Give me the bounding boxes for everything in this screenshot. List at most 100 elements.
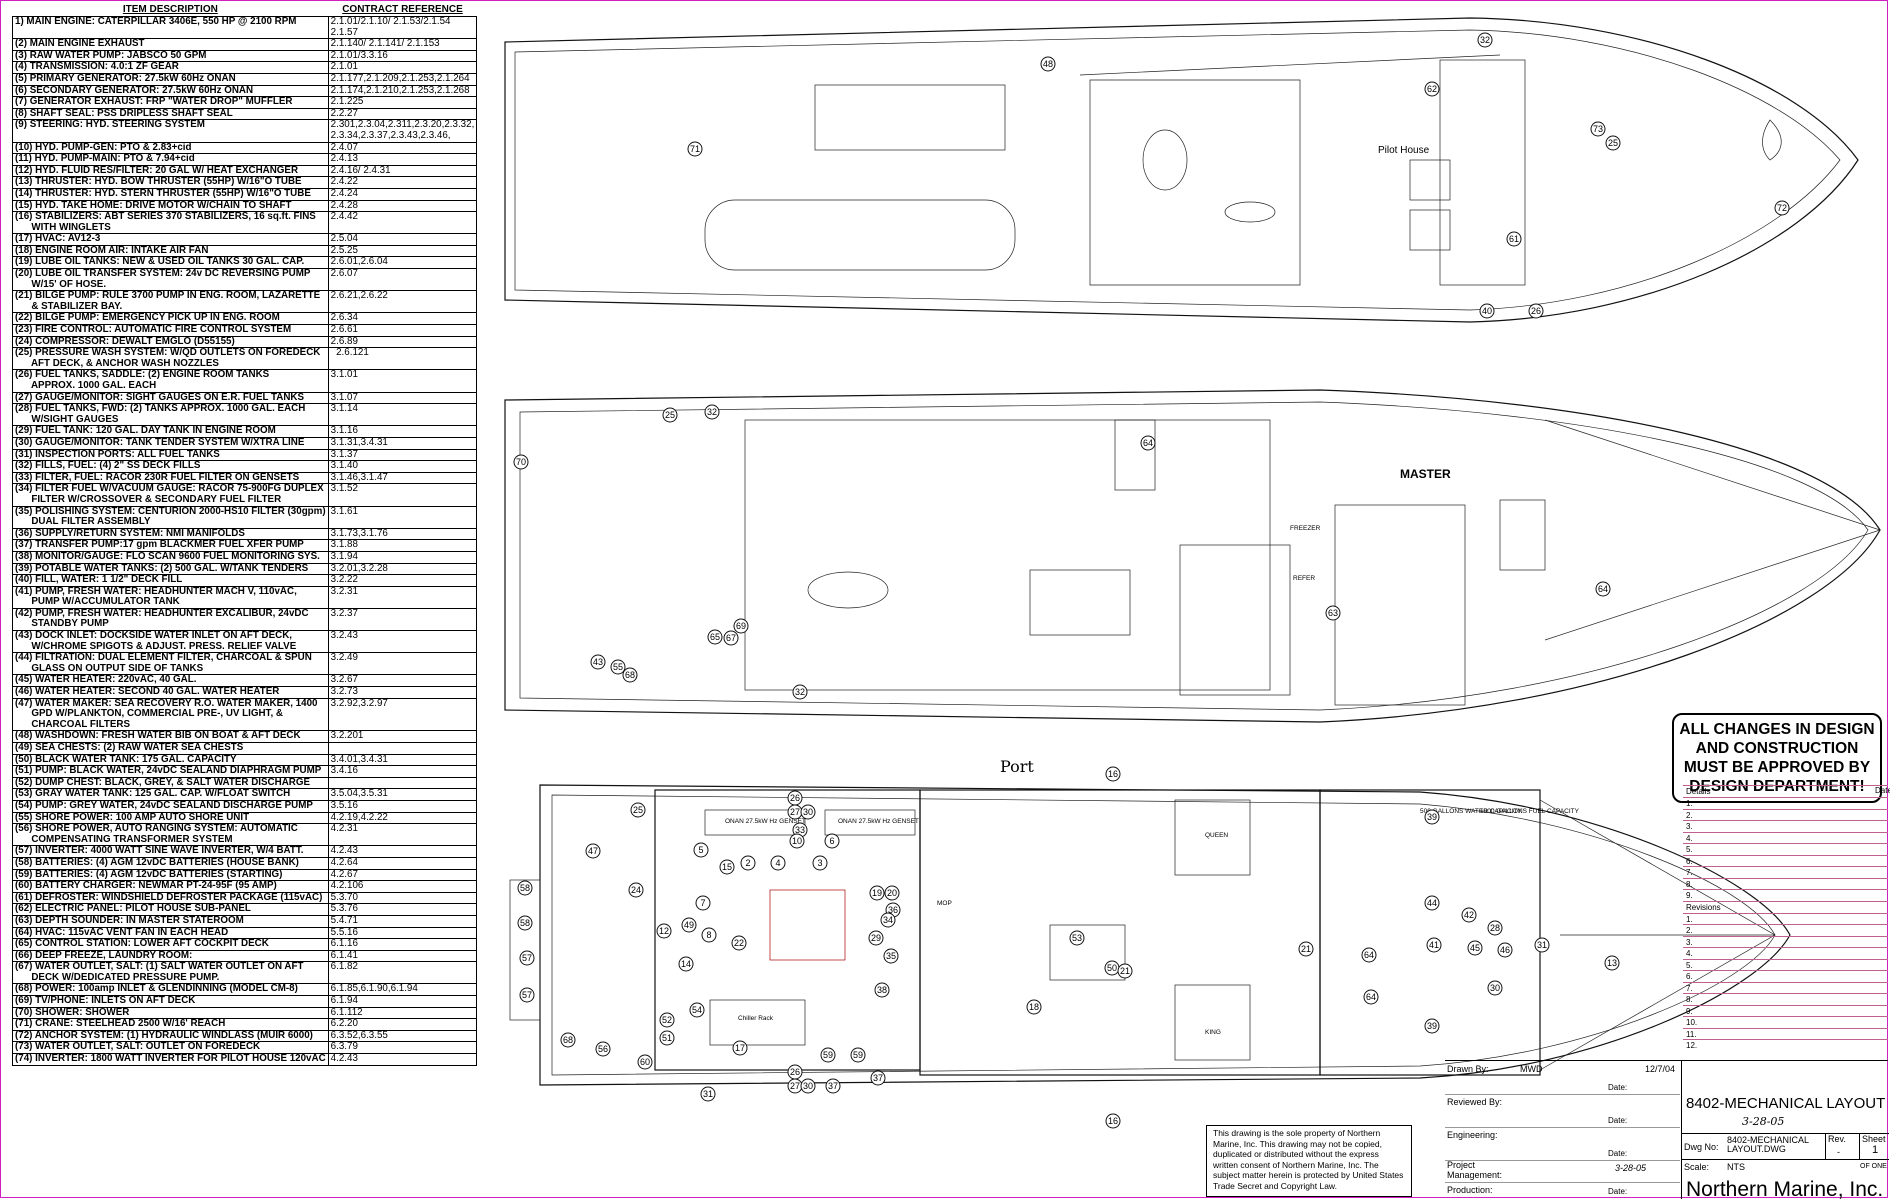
callout-bubble: 12 <box>656 923 672 939</box>
callout-circle <box>874 982 890 998</box>
contract-reference: 5.5.16 <box>327 926 478 940</box>
callout-number: 25 <box>665 410 675 420</box>
table-row: (35) POLISHING SYSTEM: CENTURION 2000-HS… <box>12 505 478 529</box>
contract-reference: 6.1.16 <box>327 938 478 951</box>
table-row: (57) INVERTER: 4000 WATT SINE WAVE INVER… <box>12 845 478 858</box>
callout-number: 68 <box>563 1035 573 1045</box>
callout-number: 18 <box>1029 1002 1039 1012</box>
callout-number: 12 <box>659 926 669 936</box>
callout-circle <box>517 915 533 931</box>
table-row: (16) STABILIZERS: ABT SERIES 370 STABILI… <box>12 211 478 235</box>
details-row-text: 7. <box>1686 868 1693 877</box>
details-row: 1. <box>1683 797 1888 810</box>
equipment-table: ITEM DESCRIPTION CONTRACT REFERENCE 1) M… <box>12 4 478 1066</box>
drawn-date-label: Date: <box>1608 1083 1628 1092</box>
table-row: (33) FILTER, FUEL: RACOR 230R FUEL FILTE… <box>12 471 478 485</box>
callout-bubble: 19 <box>869 885 885 901</box>
callout-bubble: 46 <box>1497 942 1513 958</box>
callout-number: 20 <box>887 888 897 898</box>
callout-circle <box>733 618 749 634</box>
item-description: (45) WATER HEATER: 220vAC, 40 GAL. <box>12 674 329 688</box>
callout-circle <box>681 917 697 933</box>
item-description: (65) CONTROL STATION: LOWER AFT COCKPIT … <box>12 938 329 951</box>
callout-circle <box>1590 121 1606 137</box>
contract-reference: 5.3.76 <box>327 903 478 916</box>
table-row: (44) FILTRATION: DUAL ELEMENT FILTER, CH… <box>12 652 478 676</box>
contract-reference <box>327 742 478 755</box>
callout-number: 39 <box>1427 1021 1437 1031</box>
details-row-text: 1. <box>1686 799 1693 808</box>
details-row-text: 6. <box>1686 856 1693 866</box>
callout-circle <box>1040 56 1056 72</box>
project-management-date: 3-28-05 <box>1615 1163 1647 1173</box>
callout-number: 35 <box>886 951 896 961</box>
item-description: (63) DEPTH SOUNDER: IN MASTER STATEROOM <box>12 914 329 928</box>
callout-bubble: 58 <box>517 915 533 931</box>
callout-bubble: 43 <box>590 654 606 670</box>
callout-number: 4 <box>775 858 780 868</box>
callout-circle <box>1595 581 1611 597</box>
callout-circle <box>560 1032 576 1048</box>
room-label: ONAN 27.5kW Hz GENSET <box>838 818 919 825</box>
callout-bubble: 68 <box>560 1032 576 1048</box>
revisions-row-text: 6. <box>1686 972 1693 981</box>
callout-bubble: 72 <box>1774 200 1790 216</box>
callout-number: 26 <box>1531 306 1541 316</box>
callout-number: 63 <box>1328 608 1338 618</box>
details-row: 4. <box>1683 831 1888 845</box>
callout-bubble: 55 <box>610 659 626 675</box>
callout-bubble: 21 <box>1298 941 1314 957</box>
callout-bubble: 37 <box>825 1078 841 1094</box>
revisions-row: 1. <box>1683 912 1888 926</box>
callout-bubble: 28 <box>1487 920 1503 936</box>
table-row: (28) FUEL TANKS, FWD: (2) TANKS APPROX. … <box>12 403 478 427</box>
callout-circle <box>656 923 672 939</box>
details-row: 6. <box>1683 854 1888 868</box>
callout-number: 68 <box>625 670 635 680</box>
table-row: (48) WASHDOWN: FRESH WATER BIB ON BOAT &… <box>12 730 478 743</box>
table-row: (12) HYD. FLUID RES/FILTER: 20 GAL W/ HE… <box>12 164 478 178</box>
callout-bubble: 38 <box>874 982 890 998</box>
callout-bubble: 35 <box>883 948 899 964</box>
callout-number: 65 <box>710 632 720 642</box>
contract-reference: 6.1.82 <box>327 961 478 985</box>
callout-number: 42 <box>1464 910 1474 920</box>
callout-number: 14 <box>681 959 691 969</box>
table-row: (37) TRANSFER PUMP:17 gpm BLACKMER FUEL … <box>12 539 478 552</box>
callout-circle <box>1424 81 1440 97</box>
callout-number: 3 <box>817 858 822 868</box>
callout-number: 21 <box>1120 966 1130 976</box>
contract-reference: 3.4.01,3.4.31 <box>327 753 478 767</box>
table-row: (62) ELECTRIC PANEL: PILOT HOUSE SUB-PAN… <box>12 903 478 916</box>
callout-bubble: 17 <box>732 1040 748 1056</box>
table-row: (50) BLACK WATER TANK: 175 GAL. CAPACITY… <box>12 753 478 767</box>
callout-circle <box>637 1054 653 1070</box>
pilot-house-label: Pilot House <box>1378 145 1430 156</box>
sheet-of: OF ONE <box>1860 1163 1887 1170</box>
callout-circle <box>800 804 816 820</box>
callout-number: 25 <box>633 805 643 815</box>
callout-number: 25 <box>1608 138 1618 148</box>
contract-reference: 5.4.71 <box>327 914 478 928</box>
item-description: (10) HYD. PUMP-GEN: PTO & 2.83+cid <box>12 141 329 155</box>
table-row: (13) THRUSTER: HYD. BOW THRUSTER (55HP) … <box>12 176 478 189</box>
callout-bubble: 15 <box>719 859 735 875</box>
revisions-header: Revisions <box>1683 900 1888 914</box>
callout-circle <box>1534 937 1550 953</box>
item-description: (7) GENERATOR EXHAUST: FRP "WATER DROP" … <box>12 96 329 109</box>
callout-circle <box>519 950 535 966</box>
item-description: (5) PRIMARY GENERATOR: 27.5kW 60Hz ONAN <box>12 72 329 86</box>
room-label: ONAN 27.5kW Hz GENSET <box>725 818 806 825</box>
callout-bubble: 16 <box>1105 766 1121 782</box>
callout-bubble: 30 <box>800 804 816 820</box>
contract-reference: 3.2.67 <box>327 674 478 688</box>
item-description: (68) POWER: 100amp INLET & GLENDINNING (… <box>12 983 329 997</box>
item-description: (47) WATER MAKER: SEA RECOVERY R.O. WATE… <box>12 697 329 732</box>
details-row: 3. <box>1683 820 1888 833</box>
callout-bubble: 26 <box>1528 303 1544 319</box>
